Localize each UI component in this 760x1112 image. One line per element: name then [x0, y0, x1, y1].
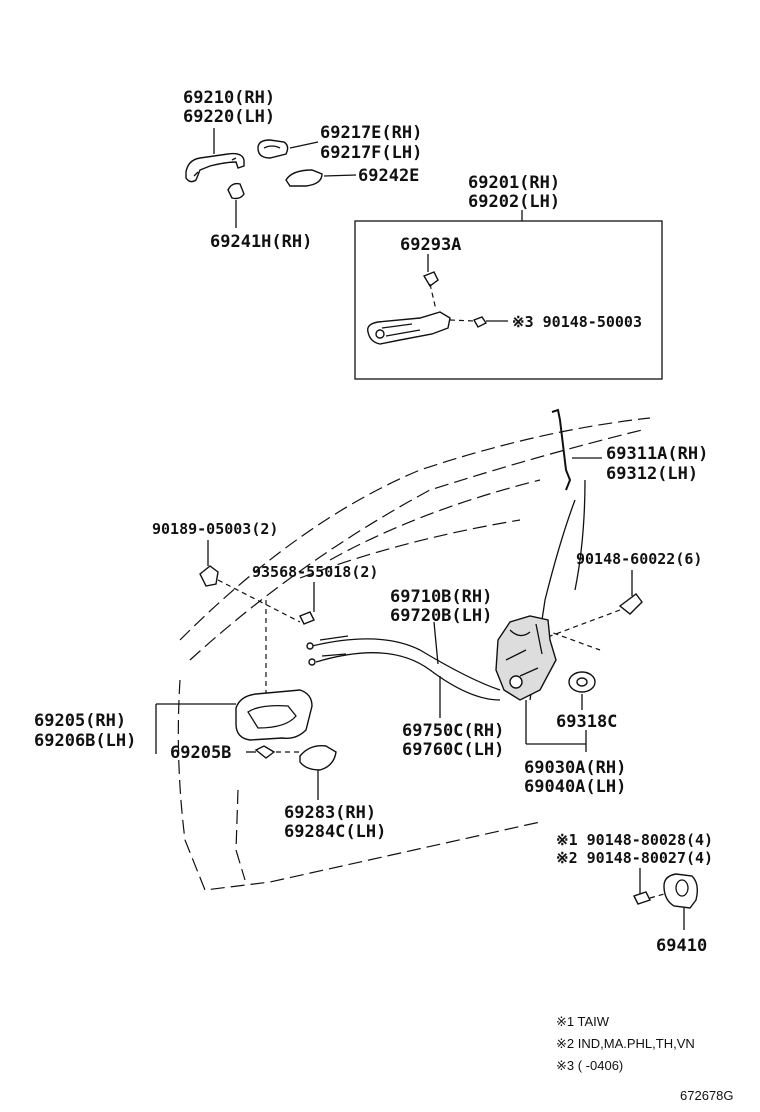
label-69242E: 69242E: [358, 166, 419, 186]
label-69241H: 69241H(RH): [210, 232, 312, 252]
label-90148-80027: ※2 90148-80027(4): [556, 849, 713, 867]
diagram-id: 672678G: [680, 1088, 734, 1103]
label-69283: 69283(RH): [284, 803, 376, 823]
label-69030A: 69030A(RH): [524, 758, 626, 778]
cables-69710B: [306, 621, 501, 718]
striker-69410: [633, 868, 699, 930]
grommet-69318C: [568, 671, 596, 710]
inset-frame: [354, 220, 663, 380]
screw-93568: [265, 582, 315, 700]
label-69720B: 69720B(LH): [390, 606, 492, 626]
label-90148-50003: ※3 90148-50003: [512, 313, 642, 331]
bezel-69283: [299, 745, 337, 800]
label-90148-80028: ※1 90148-80028(4): [556, 831, 713, 849]
note-2: ※2 IND,MA.PHL,TH,VN: [556, 1036, 695, 1051]
label-69201: 69201(RH): [468, 173, 560, 193]
door-lock-69030A: [495, 615, 587, 752]
label-69312: 69312(LH): [606, 464, 698, 484]
label-69293A: 69293A: [400, 235, 461, 255]
label-69217F: 69217F(LH): [320, 143, 422, 163]
gasket-69242E: [285, 169, 357, 187]
label-69220: 69220(LH): [183, 107, 275, 127]
inside-handle-69205: [155, 689, 313, 754]
cap-69217E: [257, 139, 319, 159]
label-69040A: 69040A(LH): [524, 777, 626, 797]
note-3: ※3 ( -0406): [556, 1058, 623, 1073]
label-69205: 69205(RH): [34, 711, 126, 731]
label-90148-60022: 90148-60022(6): [576, 550, 702, 568]
label-69318C: 69318C: [556, 712, 617, 732]
label-93568-55018: 93568-55018(2): [252, 563, 378, 581]
label-69210: 69210(RH): [183, 88, 275, 108]
label-69206B: 69206B(LH): [34, 731, 136, 751]
bolt-90189: [199, 540, 301, 623]
door-outline: [177, 417, 651, 891]
rod-69311A: [551, 408, 602, 491]
handle-frame-69201: [367, 254, 508, 345]
outside-handle-69210: [185, 128, 245, 183]
pad-69241H: [227, 182, 245, 228]
screw-69205B: [246, 745, 300, 759]
label-69217E: 69217E(RH): [320, 123, 422, 143]
label-69205B: 69205B: [170, 743, 231, 763]
label-90189-05003: 90189-05003(2): [152, 520, 278, 538]
screw-90148-60022: [544, 570, 643, 651]
label-69760C: 69760C(LH): [402, 740, 504, 760]
note-1: ※1 TAIW: [556, 1014, 610, 1029]
label-69750C: 69750C(RH): [402, 721, 504, 741]
label-69410: 69410: [656, 936, 707, 956]
label-69311A: 69311A(RH): [606, 444, 708, 464]
label-69710B: 69710B(RH): [390, 587, 492, 607]
label-69202: 69202(LH): [468, 192, 560, 212]
label-69284C: 69284C(LH): [284, 822, 386, 842]
